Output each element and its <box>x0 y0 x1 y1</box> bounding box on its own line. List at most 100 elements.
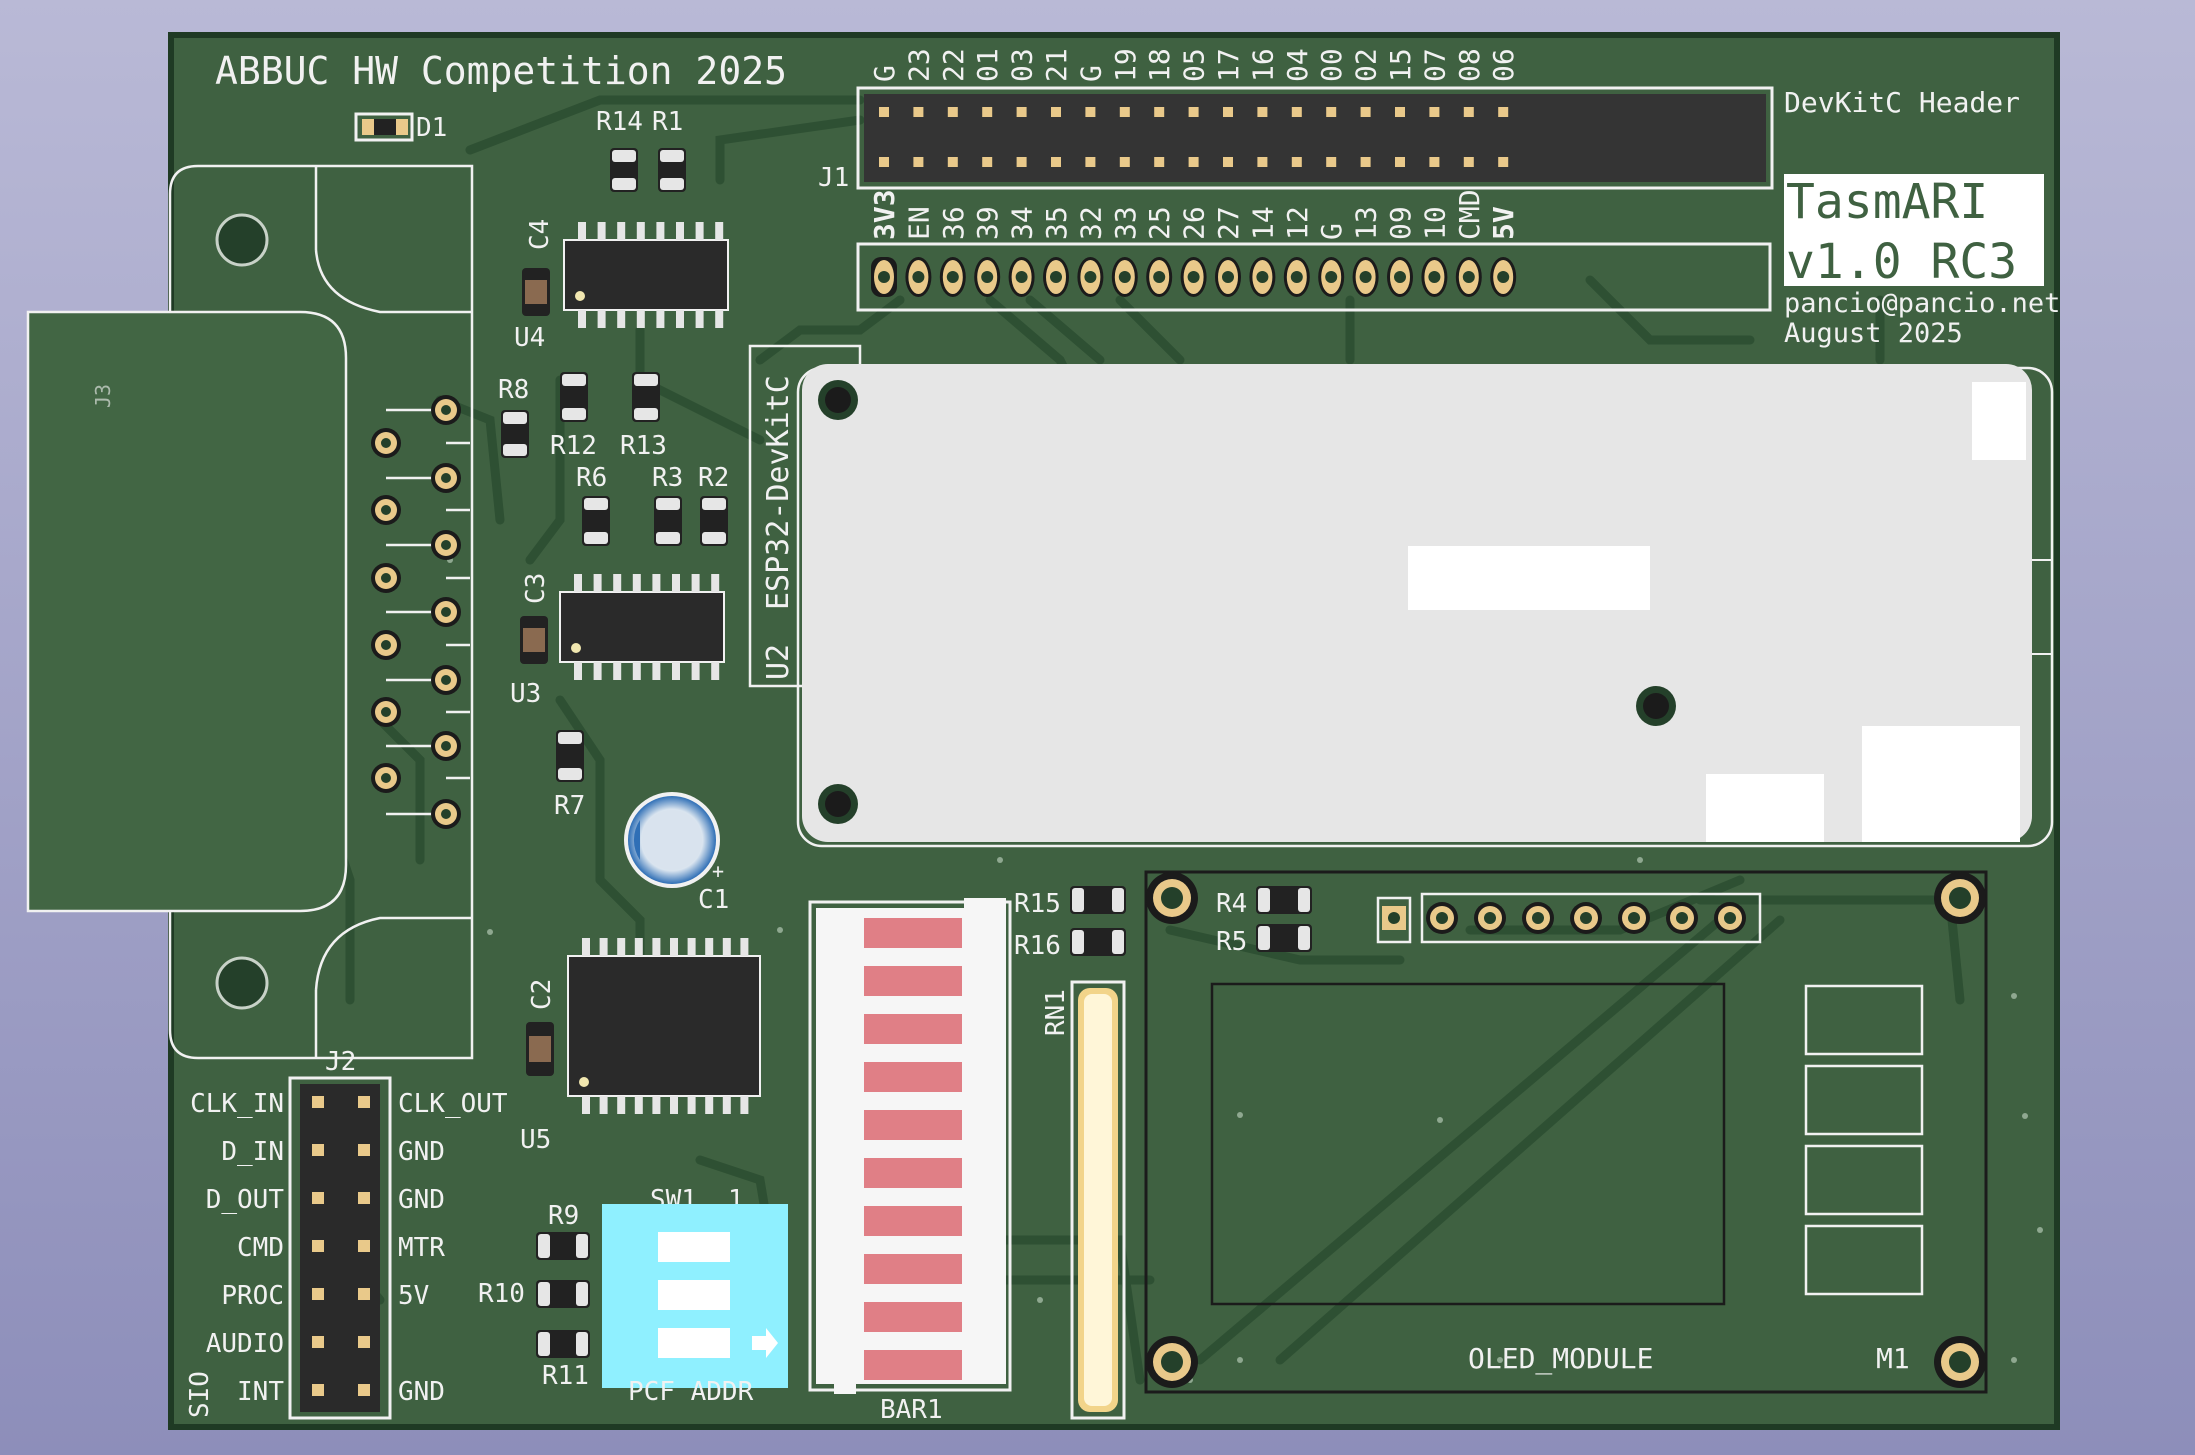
ic-pin <box>617 310 626 328</box>
header-pin <box>1360 157 1371 167</box>
j2-left-label: PROC <box>221 1281 284 1311</box>
author-email: pancio@pancio.net <box>1784 288 2060 319</box>
header-bottom-pin-label: 09 <box>1384 206 1417 240</box>
header-bottom-pin-label: 26 <box>1178 206 1211 240</box>
oled-module <box>1144 870 1988 1394</box>
bargraph-led <box>864 1254 962 1284</box>
ic-pin <box>711 662 720 680</box>
ic-pin <box>617 1096 626 1114</box>
j2-right-label: GND <box>398 1185 445 1215</box>
header-top-pin-label: 18 <box>1143 48 1176 82</box>
r5-resistor <box>1256 924 1312 952</box>
r6-label: R6 <box>576 463 607 493</box>
ic-pin <box>578 310 586 328</box>
header-top-pin-label: 22 <box>937 48 970 82</box>
ic-pin <box>740 938 749 956</box>
r7-resistor <box>556 730 584 782</box>
c2-capacitor <box>526 1022 554 1076</box>
ic-u3 <box>559 574 725 680</box>
ic-pin <box>582 1096 590 1114</box>
header-pin <box>1188 107 1199 117</box>
svg-text:+: + <box>712 859 724 883</box>
r3-resistor <box>654 496 682 546</box>
ic-pin <box>722 1096 731 1114</box>
c4-label: C4 <box>525 219 555 250</box>
bargraph-led <box>864 1062 962 1092</box>
header-pin <box>982 157 993 167</box>
header-pad-hole <box>1497 271 1510 283</box>
ic-pin <box>695 310 704 328</box>
r11-resistor <box>536 1330 590 1358</box>
header-bottom-pin-label: 32 <box>1074 206 1107 240</box>
u3-label: U3 <box>510 679 541 709</box>
bargraph-led <box>864 1350 962 1380</box>
header-pad-hole <box>1394 271 1406 283</box>
ic-pin <box>687 938 696 956</box>
header-bottom-pin-label: 25 <box>1143 206 1176 240</box>
ic-pin <box>617 938 626 956</box>
header-bottom-pin-label: CMD <box>1453 189 1486 240</box>
header-pad-hole <box>1462 271 1475 283</box>
ic-pin <box>670 1096 678 1114</box>
header-pin <box>982 107 993 117</box>
u5-label: U5 <box>520 1125 551 1155</box>
r14-label: R14 <box>596 107 643 137</box>
ic-body <box>563 239 729 311</box>
j2-label: J2 <box>325 1047 356 1077</box>
u4-label: U4 <box>514 323 545 353</box>
header-bottom-pin-label: 34 <box>1006 206 1039 240</box>
rn1-label: RN1 <box>1041 989 1071 1036</box>
r14-resistor <box>610 148 638 192</box>
ic-pin <box>652 574 661 592</box>
bargraph-led <box>864 1302 962 1332</box>
j2-pin <box>312 1192 324 1204</box>
header-top-pin-label: 07 <box>1418 48 1451 82</box>
header-pad-hole <box>878 271 890 283</box>
dip-switch-sw1 <box>602 1204 788 1388</box>
header-pad-hole <box>1015 271 1028 283</box>
j2-pins <box>312 1096 370 1396</box>
r12-resistor <box>560 372 588 422</box>
header-bottom-pin-label: 35 <box>1040 206 1073 240</box>
ic-pin <box>636 310 645 328</box>
header-bottom-pin-label: 36 <box>937 206 970 240</box>
header-pad-hole <box>1256 271 1269 283</box>
r8-label: R8 <box>498 375 529 405</box>
header-pin <box>1463 107 1474 117</box>
header-bottom-pin-label: G <box>1315 223 1348 240</box>
header-pad-hole <box>1290 271 1303 283</box>
bargraph-led <box>864 966 962 996</box>
r12-label: R12 <box>550 431 597 461</box>
ic-pin <box>582 938 590 956</box>
header-bottom-pins <box>871 257 1517 297</box>
r15-resistor <box>1070 886 1126 914</box>
d1-pad <box>396 119 408 135</box>
j2-right-label: GND <box>398 1137 445 1167</box>
bargraph-led <box>864 1158 962 1188</box>
r16-label: R16 <box>1014 931 1061 961</box>
ic-pin <box>593 574 602 592</box>
header-top-pin-label: 08 <box>1453 48 1486 82</box>
header-pad-hole <box>1153 271 1166 283</box>
header-pin <box>913 157 924 167</box>
header-pin <box>1016 107 1027 117</box>
board-date: August 2025 <box>1784 318 1963 349</box>
header-pin <box>1188 157 1199 167</box>
header-pin <box>1326 157 1337 167</box>
ic-pin <box>652 938 661 956</box>
header-pin <box>1326 107 1337 117</box>
r7-label: R7 <box>554 791 585 821</box>
header-top-pin-label: 21 <box>1040 48 1073 82</box>
r16-resistor <box>1070 928 1126 956</box>
j2-right-label: GND <box>398 1377 445 1407</box>
header-bottom-pin-label: EN <box>902 206 935 240</box>
ic-u4 <box>563 222 729 328</box>
header-pin <box>1051 107 1061 117</box>
header-pad-hole <box>1222 271 1234 283</box>
esp32-devkitc-module <box>748 344 2054 848</box>
ic-pin1-dot <box>571 643 581 653</box>
ic-body <box>567 955 761 1097</box>
r1-resistor <box>658 148 686 192</box>
